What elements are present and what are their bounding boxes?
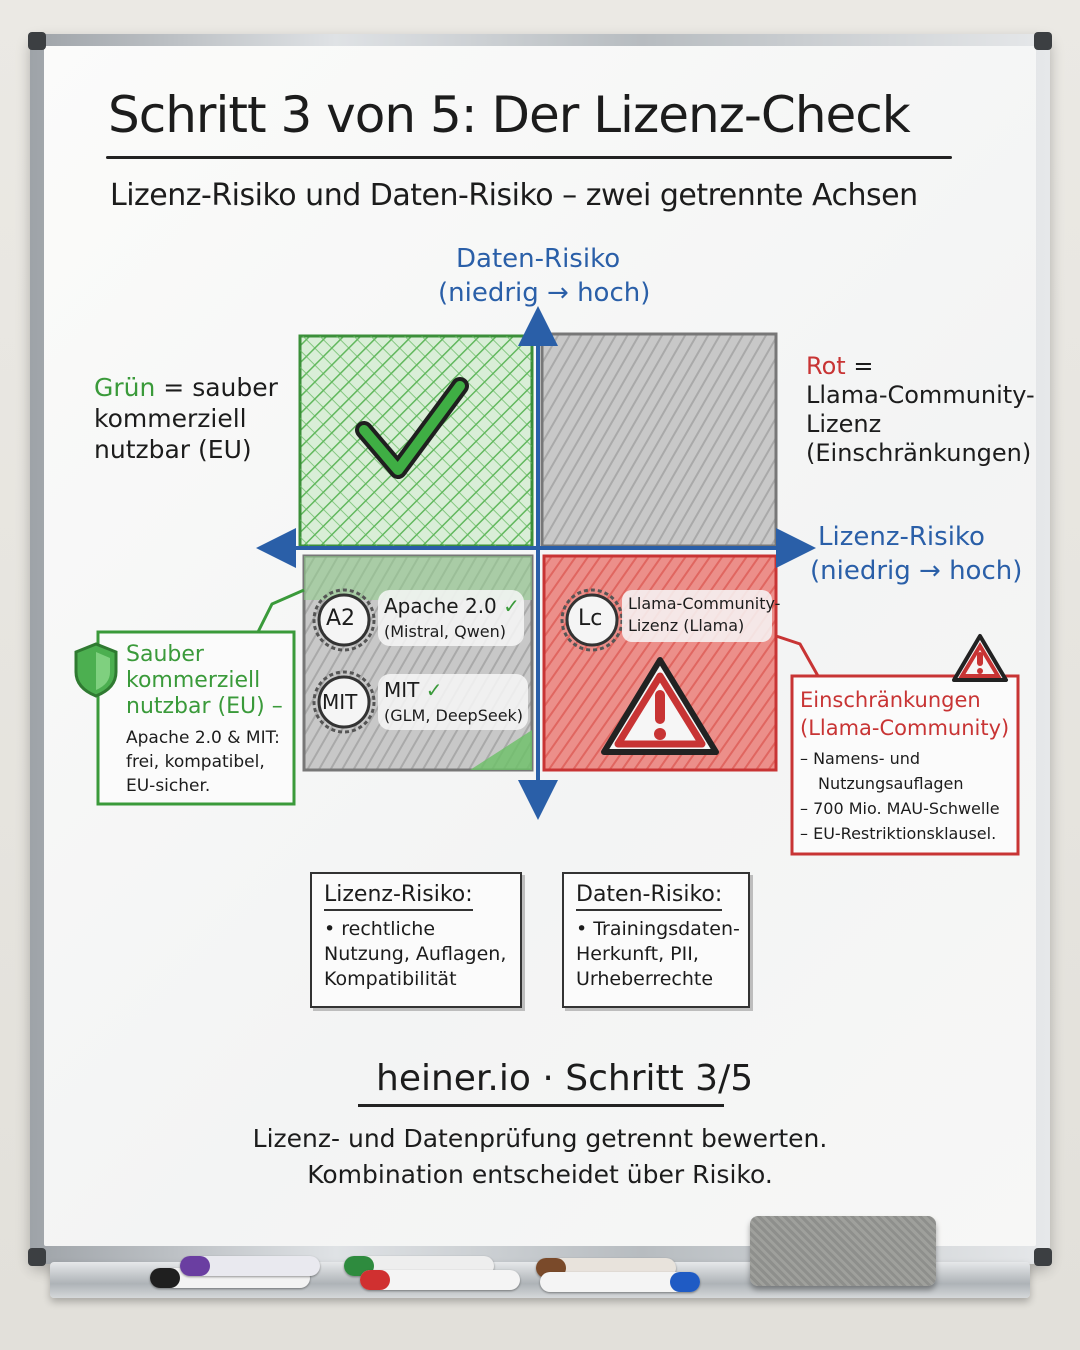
license-mit-models: (GLM, DeepSeek) xyxy=(384,706,524,725)
legend-red: Rot = Llama-Community- Lizenz (Einschrän… xyxy=(806,352,1035,468)
callout-green-body-line: EU-sicher. xyxy=(126,776,211,796)
footer-line-2: Kombination entscheidet über Risiko. xyxy=(307,1160,773,1189)
license-apache-label: Apache 2.0 xyxy=(384,594,497,618)
license-apache-name: Apache 2.0 ✓ xyxy=(384,594,520,618)
title-underline xyxy=(106,156,952,159)
marker-purple[interactable] xyxy=(180,1256,320,1276)
legend-green-text: = sauber xyxy=(163,373,278,402)
legend-green-text: kommerziell xyxy=(94,404,247,433)
definition-box-heading: Lizenz-Risiko: xyxy=(324,882,473,911)
license-apache-models: (Mistral, Qwen) xyxy=(384,622,507,641)
badge-label-lc: Lc xyxy=(578,606,603,631)
frame-corner xyxy=(28,1248,46,1266)
marker-blue[interactable] xyxy=(540,1272,700,1292)
legend-red-word: Rot xyxy=(806,352,846,380)
quadrant-grey-top xyxy=(540,332,778,548)
legend-red-text: (Einschränkungen) xyxy=(806,439,1032,467)
x-axis-label: Lizenz-Risiko xyxy=(818,522,985,552)
y-axis-range: (niedrig → hoch) xyxy=(438,278,651,308)
warning-icon xyxy=(601,657,719,755)
badge-label-mit: MIT xyxy=(322,690,358,714)
license-mit-label: MIT xyxy=(384,678,420,702)
callout-red-title: Einschränkungen (Llama-Community) xyxy=(800,686,1009,742)
footer-underline xyxy=(358,1104,724,1107)
badge-label-a2: A2 xyxy=(326,606,356,631)
callout-green-body: Apache 2.0 & MIT: frei, kompatibel, EU-s… xyxy=(126,726,280,798)
legend-green-word: Grün xyxy=(94,373,156,402)
footer-brand: heiner.io · Schritt 3/5 xyxy=(376,1058,754,1099)
check-icon: ✓ xyxy=(425,678,443,702)
whiteboard-eraser[interactable] xyxy=(750,1216,936,1286)
callout-red-item: – Namens- und xyxy=(800,749,921,768)
callout-green-title: Sauber kommerziell nutzbar (EU) – xyxy=(126,642,283,720)
callout-red-box xyxy=(790,674,1020,856)
callout-green-title-line: Sauber xyxy=(126,642,204,667)
license-llama-name-1: Llama-Community- xyxy=(628,594,781,613)
definition-box-body: • Trainingsdaten-Herkunft, PII, Urheberr… xyxy=(576,918,740,990)
page-subtitle: Lizenz-Risiko und Daten-Risiko – zwei ge… xyxy=(110,178,918,213)
callout-red-item: Nutzungsauflagen xyxy=(818,774,964,793)
license-llama-name-2: Lizenz (Llama) xyxy=(628,616,745,635)
license-mit-name: MIT ✓ xyxy=(384,678,443,702)
footer-line-1: Lizenz- und Datenprüfung getrennt bewert… xyxy=(252,1124,828,1153)
definition-box-license: Lizenz-Risiko: • rechtliche Nutzung, Auf… xyxy=(310,872,522,1008)
frame-corner xyxy=(1034,1248,1052,1266)
callout-green-title-line: nutzbar (EU) – xyxy=(126,694,283,719)
callout-red-title-line: Einschränkungen xyxy=(800,688,981,712)
legend-red-text: = xyxy=(853,352,874,380)
page-title: Schritt 3 von 5: Der Lizenz-Check xyxy=(108,86,911,144)
definition-box-body: • rechtliche Nutzung, Auflagen, Kompatib… xyxy=(324,918,507,990)
shield-icon xyxy=(74,642,118,698)
callout-green-title-line: kommerziell xyxy=(126,668,261,693)
callout-red-item: – 700 Mio. MAU-Schwelle xyxy=(800,799,1000,818)
frame-corner xyxy=(1034,32,1052,50)
definition-box-data: Daten-Risiko: • Trainingsdaten-Herkunft,… xyxy=(562,872,750,1008)
license-badge-a2 xyxy=(312,588,376,652)
license-badge-mit xyxy=(312,670,376,734)
check-icon: ✓ xyxy=(503,594,520,618)
legend-green-text: nutzbar (EU) xyxy=(94,435,252,464)
legend-red-text: Llama-Community- xyxy=(806,381,1035,409)
callout-green-body-line: frei, kompatibel, xyxy=(126,752,265,772)
callout-green-box xyxy=(96,630,296,806)
warning-icon xyxy=(952,634,1008,682)
legend-red-text: Lizenz xyxy=(806,410,882,438)
marker-red[interactable] xyxy=(360,1270,520,1290)
callout-red-list: – Namens- und Nutzungsauflagen – 700 Mio… xyxy=(800,746,1000,846)
definition-box-heading: Daten-Risiko: xyxy=(576,882,723,911)
x-axis-range: (niedrig → hoch) xyxy=(810,556,1023,586)
y-axis-label: Daten-Risiko xyxy=(456,244,621,274)
legend-green: Grün = sauber kommerziell nutzbar (EU) xyxy=(94,372,278,465)
callout-green-body-line: Apache 2.0 & MIT: xyxy=(126,728,280,748)
callout-red-title-line: (Llama-Community) xyxy=(800,716,1010,740)
callout-red-item: – EU-Restriktionsklausel. xyxy=(800,824,997,843)
frame-corner xyxy=(28,32,46,50)
